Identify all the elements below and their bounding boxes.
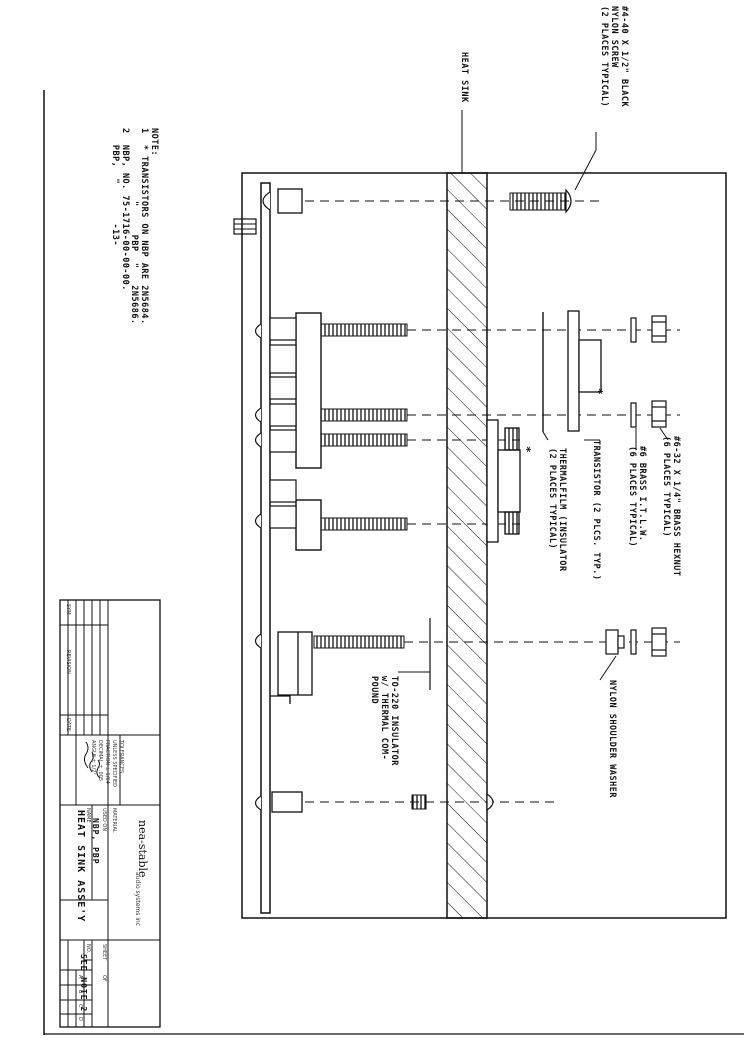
transistor-legs (269, 317, 297, 529)
board-rivets (254, 323, 262, 811)
to220-transistor (270, 631, 313, 704)
title-of-label: OF (101, 975, 107, 982)
screw-bottom-head (411, 794, 427, 810)
standoff-top (277, 188, 303, 214)
tolerance-line-4: DECIMAL ± .005 (97, 740, 103, 781)
washers-nuts (605, 315, 667, 657)
transistor-mounted (486, 419, 521, 543)
tolerance-line-1: TOLERANCES (118, 740, 124, 774)
standoff-top-head (262, 191, 271, 211)
title-sheet-label: SHEET (101, 944, 107, 961)
title-material-label: MATERIAL (111, 808, 117, 833)
title-sym-header: SYM (65, 604, 71, 615)
rev-letter-d: D (77, 1017, 83, 1021)
title-revision-header: REVISION (65, 650, 71, 674)
tolerance-line-5: ANGLE ± 1/2° (90, 740, 96, 775)
leader-lines (398, 132, 669, 681)
title-date-header: DATE (65, 718, 71, 732)
standoff-bottom (271, 791, 303, 813)
rev-letter-c: C (77, 1004, 83, 1008)
rev-letter-b: B (77, 990, 83, 994)
company-logo: nea-stable (136, 820, 149, 878)
transistor-exploded (567, 310, 602, 432)
company-name: audio systems inc (134, 872, 141, 927)
title-tolerances: TOLERANCES UNLESS SPECIFIED FRACTION ± 1… (89, 740, 124, 787)
threaded-studs (313, 323, 408, 649)
connector-symbol (233, 218, 257, 235)
screw-bottom-dome (486, 792, 494, 812)
title-used-on-value: NBP, PBP (91, 818, 100, 865)
title-drawing-name: HEAT SINK ASSE'Y (75, 810, 86, 923)
tolerance-line-2: UNLESS SPECIFIED (111, 740, 117, 787)
heat-sink-section (446, 172, 488, 919)
approval-signatures (83, 741, 101, 779)
title-number-label: NO. (85, 944, 91, 954)
rev-letter-a: A (77, 975, 83, 979)
pc-board (260, 182, 271, 914)
tolerance-line-3: FRACTION ± 1/64 (104, 740, 110, 784)
title-used-on-label: USED ON (101, 808, 107, 832)
